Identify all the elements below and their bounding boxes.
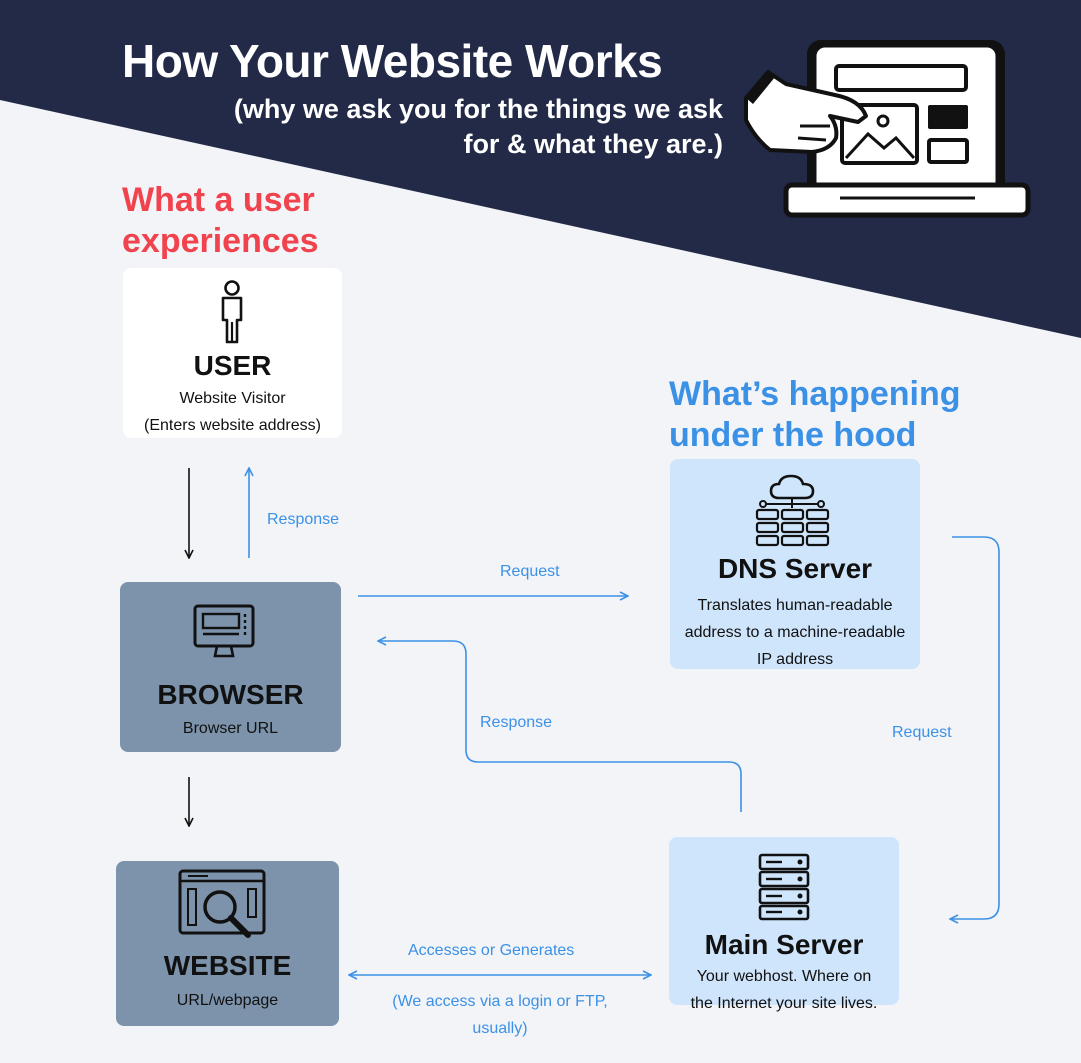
- label-server-to-browser-response: Response: [480, 714, 553, 731]
- server-rack-icon: [758, 853, 810, 921]
- subtitle-line-1: (why we ask you for the things we ask: [233, 94, 723, 124]
- label-website-server-access: Accesses or Generates: [408, 942, 575, 959]
- label-browser-to-user-response: Response: [267, 511, 340, 528]
- label-website-server-note-line-2: usually): [472, 1020, 528, 1037]
- main-server-desc-line-1: Your webhost. Where on: [696, 968, 872, 985]
- arrow-dns-to-server: [950, 536, 1000, 919]
- laptop-pointing-hand-illustration: [744, 40, 1031, 218]
- label-website-server-note-line-1: (We access via a login or FTP,: [392, 993, 608, 1010]
- dns-server-desc-line-1: Translates human-readable: [697, 597, 893, 614]
- dns-server-card: DNS Server Translates human-readable add…: [670, 459, 920, 669]
- dns-server-title: DNS Server: [717, 553, 873, 584]
- website-search-icon: [178, 869, 266, 938]
- user-side-heading-line-2: experiences: [122, 222, 319, 260]
- website-card: WEBSITE URL/webpage: [116, 861, 339, 1026]
- browser-card: BROWSER Browser URL: [120, 582, 341, 752]
- user-card: USER Website Visitor (Enters website add…: [123, 268, 342, 438]
- browser-title: BROWSER: [157, 679, 304, 710]
- user-desc-line-1: Website Visitor: [179, 390, 286, 407]
- user-desc-line-2: (Enters website address): [144, 417, 321, 434]
- server-side-heading-line-2: under the hood: [669, 416, 917, 454]
- subtitle-line-2: for & what they are.): [463, 129, 723, 159]
- dns-server-desc-line-3: IP address: [756, 651, 834, 668]
- user-title: USER: [193, 350, 272, 381]
- main-server-card: Main Server Your webhost. Where on the I…: [669, 837, 899, 1012]
- user-side-heading-line-1: What a user: [122, 181, 315, 219]
- user-side-heading: What a user experiences: [122, 180, 319, 262]
- label-dns-to-server-request: Request: [892, 724, 952, 741]
- person-icon: [221, 280, 243, 344]
- website-title: WEBSITE: [163, 950, 292, 981]
- main-server-desc-line-2: the Internet your site lives.: [690, 995, 878, 1012]
- server-side-heading-line-1: What’s happening: [669, 375, 961, 413]
- label-website-server-note: (We access via a login or FTP, usually): [380, 988, 620, 1042]
- browser-desc: Browser URL: [182, 720, 279, 737]
- server-side-heading: What’s happening under the hood: [669, 374, 961, 456]
- website-desc: URL/webpage: [176, 992, 279, 1009]
- main-server-title: Main Server: [704, 929, 864, 960]
- arrow-server-to-browser: [378, 641, 742, 812]
- page-subtitle: (why we ask you for the things we ask fo…: [234, 92, 723, 162]
- cloud-server-icon: [755, 474, 830, 547]
- label-browser-to-dns-request: Request: [500, 563, 560, 580]
- dns-server-desc-line-2: address to a machine-readable: [684, 624, 906, 641]
- computer-monitor-icon: [193, 604, 255, 658]
- page-title: How Your Website Works: [122, 35, 663, 87]
